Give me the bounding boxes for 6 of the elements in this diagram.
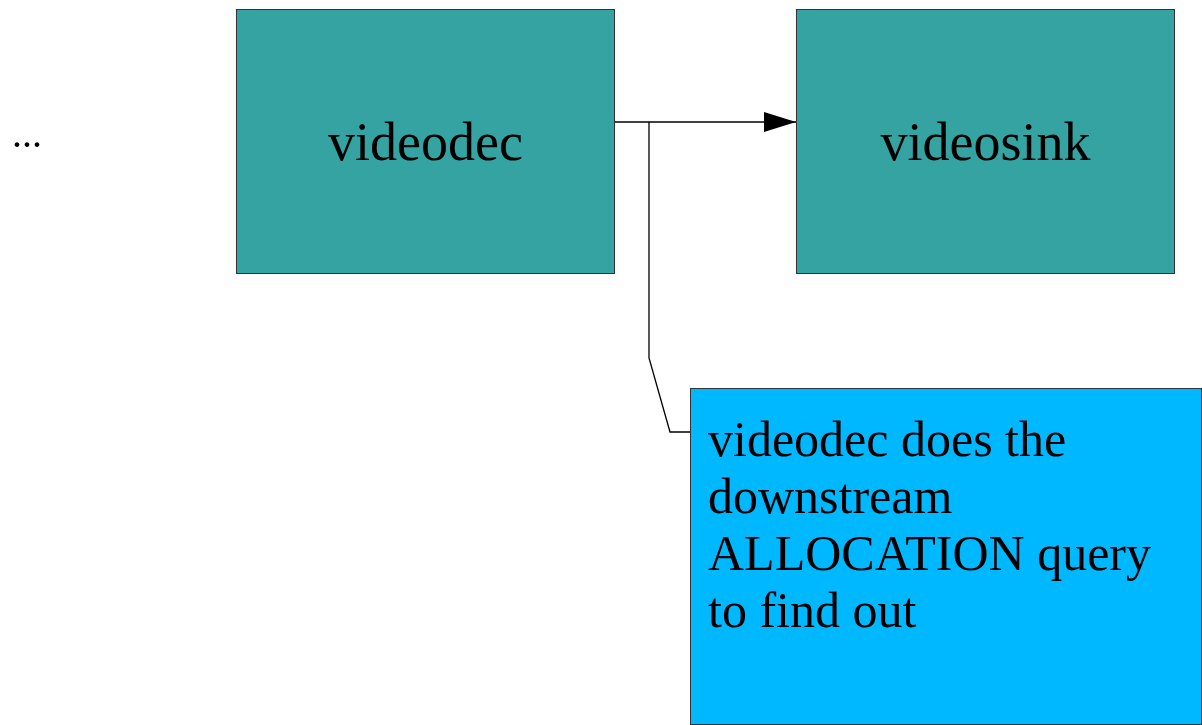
arrow <box>614 112 797 132</box>
process-box: videosink <box>796 9 1175 274</box>
note-box: videodec does the downstream ALLOCATION query to find out <box>690 388 1202 725</box>
process-box: videodec <box>236 9 615 274</box>
ellipsis-text: ... <box>12 110 42 157</box>
leader-line <box>648 121 691 433</box>
